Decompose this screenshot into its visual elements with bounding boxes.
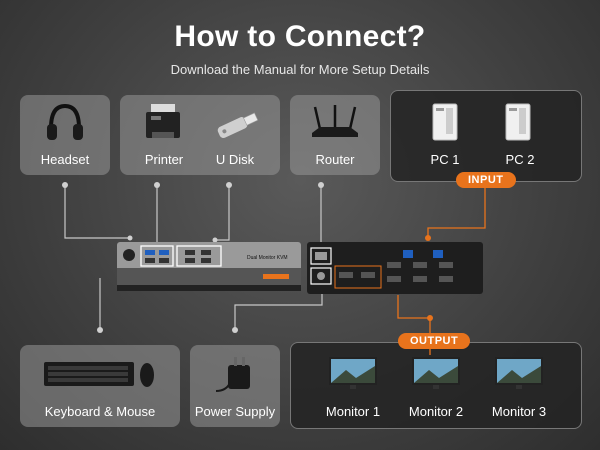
keyboard-icon — [44, 362, 134, 386]
headset-label: Headset — [40, 152, 90, 167]
printer-icon — [146, 104, 180, 138]
monitor-icon — [329, 357, 377, 389]
pc-tower-icon — [505, 103, 531, 141]
pc-tower-icon — [432, 103, 458, 141]
mouse-icon — [140, 363, 154, 387]
kvm-back-panel — [307, 242, 483, 294]
printer-label: Printer — [144, 152, 184, 167]
usb-drive-icon — [217, 112, 259, 138]
monitor3-label: Monitor 3 — [491, 404, 547, 419]
power-supply-label: Power Supply — [194, 404, 276, 419]
page-subtitle: Download the Manual for More Setup Detai… — [170, 62, 430, 77]
pc1-label: PC 1 — [430, 152, 460, 167]
router-label: Router — [315, 152, 355, 167]
kvm-label: Dual Monitor KVM — [247, 255, 288, 261]
pc2-label: PC 2 — [505, 152, 535, 167]
monitor-icon — [412, 357, 460, 389]
page-title: How to Connect? — [174, 20, 426, 53]
headset-icon — [47, 103, 83, 140]
kvm-front-panel: Dual Monitor KVM — [117, 242, 301, 291]
router-icon — [312, 105, 358, 137]
headset-card — [20, 95, 110, 175]
power-adapter-icon — [215, 357, 250, 392]
input-badge: INPUT — [456, 172, 516, 188]
monitor1-label: Monitor 1 — [325, 404, 381, 419]
udisk-label: U Disk — [215, 152, 255, 167]
monitor2-label: Monitor 2 — [408, 404, 464, 419]
keyboard-mouse-label: Keyboard & Mouse — [44, 404, 156, 419]
output-badge: OUTPUT — [398, 333, 471, 349]
monitor-icon — [495, 357, 543, 389]
